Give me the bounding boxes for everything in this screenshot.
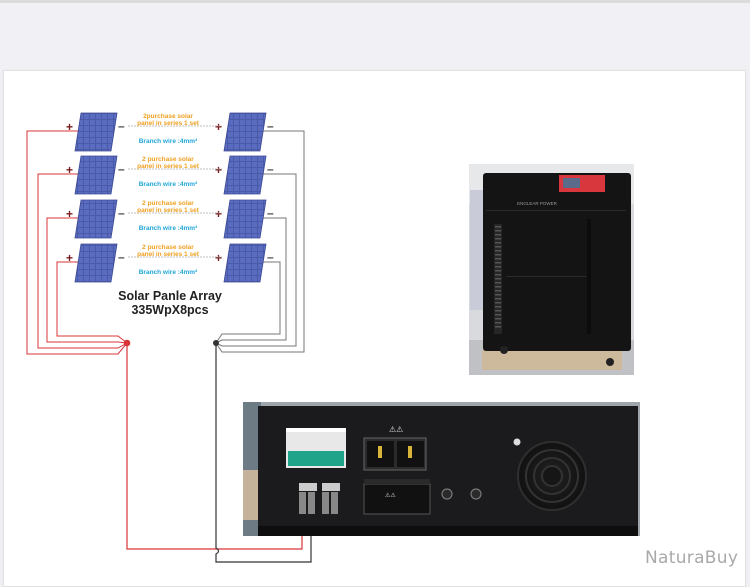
series-label-2: panel in series 1 set	[137, 163, 200, 170]
plus-sign: +	[215, 120, 222, 134]
vent-slot	[495, 250, 501, 252]
vent-slot	[495, 226, 501, 228]
browser-top-border	[0, 0, 750, 3]
minus-sign: –	[118, 119, 125, 133]
plus-sign: +	[66, 207, 73, 221]
array-subtitle: 335WpX8pcs	[131, 303, 208, 317]
inverter-front-photo: ENGLEAR POWER	[469, 164, 634, 375]
positive-branch-wire	[37, 173, 128, 349]
vent-slot	[495, 238, 501, 240]
series-label: 2purchase solar	[143, 113, 193, 120]
vent-slot	[495, 294, 501, 296]
vent-slot	[495, 314, 501, 316]
negative-branch-wire	[215, 217, 287, 344]
branch-wire-label: Branch wire :4mm²	[139, 138, 198, 145]
negative-branch-wire	[215, 261, 281, 344]
branch-wire-label: Branch wire :4mm²	[139, 269, 198, 276]
vent-slot	[495, 274, 501, 276]
series-label: 2 purchase solar	[142, 244, 194, 251]
solar-panel	[74, 112, 118, 152]
plus-sign: +	[215, 251, 222, 265]
vent-slot	[495, 230, 501, 232]
plus-sign: +	[66, 251, 73, 265]
plus-sign: +	[215, 163, 222, 177]
minus-sign: –	[267, 162, 274, 176]
vent-slot	[495, 298, 501, 300]
solar-panel	[74, 243, 118, 283]
vent-slot	[495, 286, 501, 288]
array-title: Solar Panle Array	[118, 289, 222, 303]
vent-slot	[495, 254, 501, 256]
solar-panel	[223, 243, 267, 283]
minus-sign: –	[267, 206, 274, 220]
minus-sign: –	[118, 206, 125, 220]
solar-panel	[74, 199, 118, 239]
solar-panel	[223, 112, 267, 152]
vent-slot	[495, 270, 501, 272]
solar-panel	[223, 155, 267, 195]
minus-sign: –	[267, 250, 274, 264]
vent-slot	[495, 266, 501, 268]
vent-slot	[495, 326, 501, 328]
vent-slot	[495, 262, 501, 264]
plus-sign: +	[66, 163, 73, 177]
inverter-back-panel-photo: ⚠⚠ ⚠⚠	[243, 402, 640, 536]
branch-wire-label: Branch wire :4mm²	[139, 181, 198, 188]
vent-slot	[495, 290, 501, 292]
positive-branch-wire	[26, 130, 128, 355]
vent-slot	[495, 302, 501, 304]
negative-main-wire	[215, 343, 312, 563]
vent-slot	[495, 246, 501, 248]
minus-sign: –	[267, 119, 274, 133]
vent-slot	[495, 318, 501, 320]
minus-sign: –	[118, 162, 125, 176]
positive-branch-wire	[46, 217, 128, 344]
vent-slot	[495, 282, 501, 284]
series-label-2: panel in series 1 set	[137, 207, 200, 214]
solar-panel	[74, 155, 118, 195]
minus-sign: –	[118, 250, 125, 264]
plus-sign: +	[66, 120, 73, 134]
positive-branch-wire	[56, 261, 128, 344]
inverter-brand-text: ENGLEAR POWER	[517, 201, 558, 206]
vent-slot	[495, 310, 501, 312]
naturabuy-watermark: NaturaBuy	[645, 548, 739, 568]
branch-wire-label: Branch wire :4mm²	[139, 225, 198, 232]
negative-branch-wire	[215, 130, 305, 353]
vent-slot	[495, 242, 501, 244]
series-label: 2 purchase solar	[142, 200, 194, 207]
series-label-2: panel in series 1 set	[137, 120, 200, 127]
vent-slot	[495, 234, 501, 236]
negative-branch-wire	[215, 173, 297, 347]
plus-sign: +	[215, 207, 222, 221]
vent-slot	[495, 322, 501, 324]
vent-slot	[495, 306, 501, 308]
vent-slot	[495, 278, 501, 280]
series-label: 2 purchase solar	[142, 156, 194, 163]
vent-slot	[495, 258, 501, 260]
series-label-2: panel in series 1 set	[137, 251, 200, 258]
svg-text:⚠⚠: ⚠⚠	[389, 425, 403, 434]
solar-panel	[223, 199, 267, 239]
svg-text:⚠⚠: ⚠⚠	[385, 492, 396, 499]
